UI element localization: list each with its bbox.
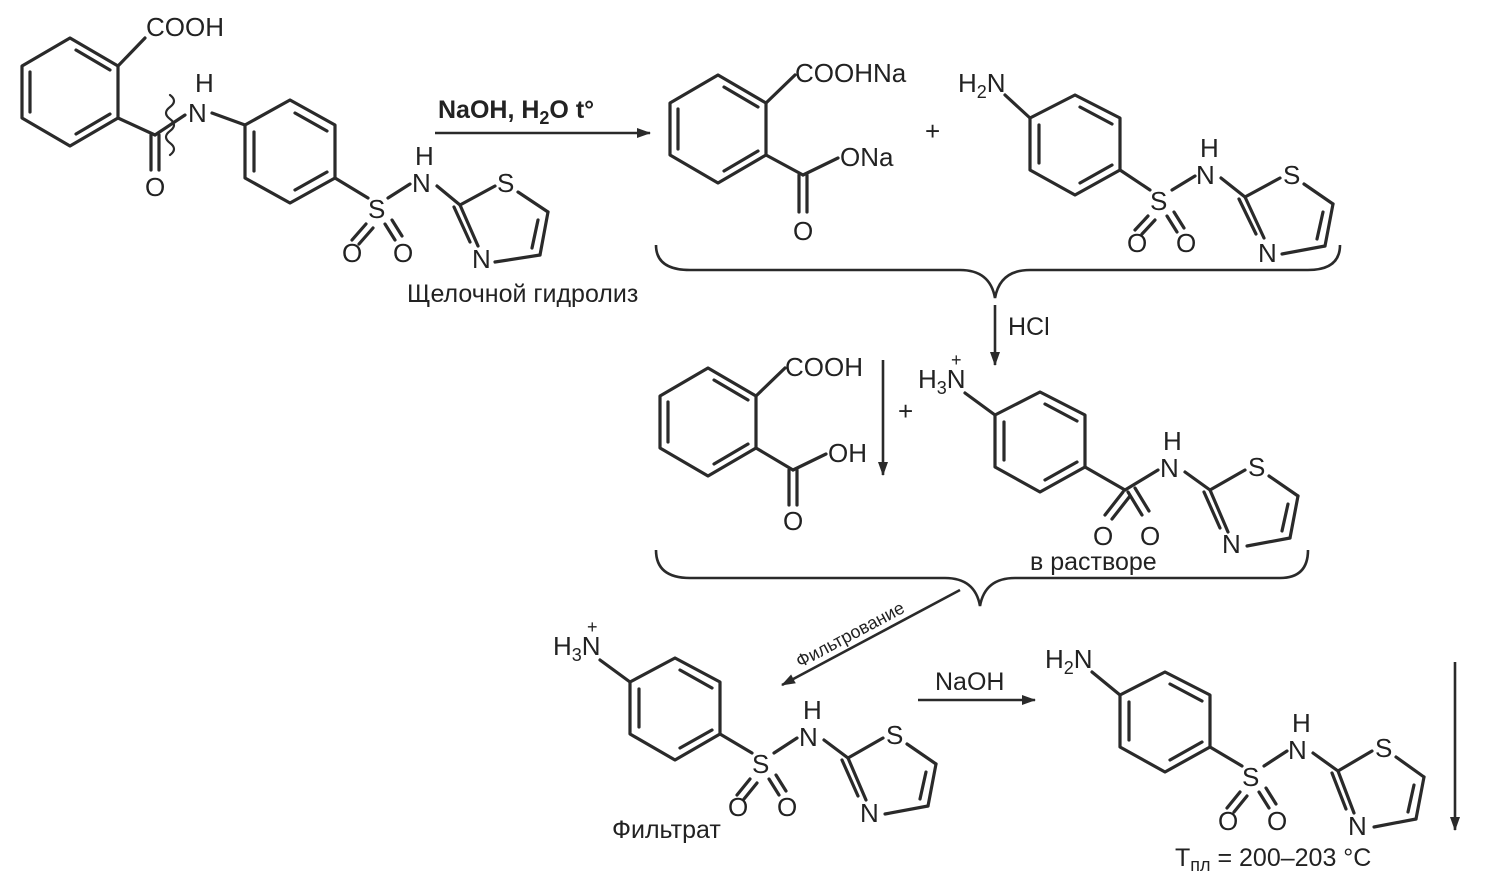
h-label: H bbox=[195, 68, 214, 98]
o-label: O bbox=[393, 238, 413, 268]
plus-sign: + bbox=[898, 396, 913, 426]
h-label: H bbox=[1163, 426, 1182, 456]
nh3-label: H3N bbox=[918, 364, 966, 398]
n-label: N bbox=[1258, 238, 1277, 268]
o-label: O bbox=[793, 216, 813, 246]
phthalic-acid: COOH O OH bbox=[658, 352, 867, 536]
thiazole-ring: S N bbox=[840, 720, 938, 828]
cooh-label: COOH bbox=[785, 352, 863, 382]
benzene-ring bbox=[1118, 670, 1212, 774]
h-label: H bbox=[803, 695, 822, 725]
o-label: O bbox=[777, 792, 797, 822]
s-label: S bbox=[752, 749, 769, 779]
o-label: O bbox=[1140, 521, 1160, 551]
o-label: O bbox=[342, 238, 362, 268]
step3-caption: Фильтрат bbox=[612, 816, 721, 844]
melting-point: Tпл = 200–203 °C bbox=[1175, 844, 1371, 875]
hydrolysis-arrow: NaOH, H2O t° bbox=[435, 96, 651, 138]
sulfathiazole-product: H2N S O O H N S N Tпл = 200 bbox=[1045, 644, 1426, 875]
step3-reagent: Фильтрование bbox=[792, 598, 907, 672]
cleavage-mark bbox=[164, 93, 176, 157]
thiazole-ring: S N bbox=[452, 168, 550, 274]
benzene-ring bbox=[993, 390, 1087, 494]
sulfathiazole: H2N S O O H N S N bbox=[958, 68, 1335, 268]
charge-plus: + bbox=[587, 617, 598, 637]
coohna-label: COOHNa bbox=[795, 58, 907, 88]
step4-reagent: NaOH bbox=[935, 668, 1004, 696]
hcl-arrow: HCl bbox=[990, 305, 1050, 366]
ona-label: ONa bbox=[840, 142, 894, 172]
thiazole-ring: S N bbox=[1330, 733, 1426, 841]
n-label: N bbox=[1348, 811, 1367, 841]
s-label: S bbox=[497, 168, 514, 198]
thiazole-ring: S N bbox=[1237, 160, 1335, 268]
n-label: N bbox=[1288, 735, 1307, 765]
cooh-label: COOH bbox=[146, 12, 224, 42]
thiazole-ring: S N bbox=[1202, 452, 1300, 559]
disodium-phthalate: COOHNa O ONa bbox=[668, 58, 907, 246]
nh2-label: H2N bbox=[1045, 644, 1093, 678]
s-label: S bbox=[1375, 733, 1392, 763]
brace-middle bbox=[654, 549, 1310, 607]
plus-sign: + bbox=[925, 116, 940, 146]
n-label: N bbox=[1222, 529, 1241, 559]
nh2-label: H2N bbox=[958, 68, 1006, 102]
nh3-label: H3N bbox=[553, 631, 601, 665]
phthalylsulfathiazole: COOH O H N S O O H N S bbox=[20, 12, 638, 308]
s-label: S bbox=[1248, 452, 1265, 482]
benzene-ring bbox=[243, 98, 337, 205]
o-label: O bbox=[1267, 806, 1287, 836]
n-label: N bbox=[188, 98, 207, 128]
s-label: S bbox=[1283, 160, 1300, 190]
brace-top bbox=[654, 244, 1342, 299]
filtrate-molecule: H3N + S O O H N S N Фил bbox=[553, 617, 938, 844]
h-label: H bbox=[1200, 133, 1219, 163]
n-label: N bbox=[1196, 160, 1215, 190]
oh-label: OH bbox=[828, 438, 867, 468]
h-label: H bbox=[1292, 708, 1311, 738]
step2-reagent: HCl bbox=[1008, 313, 1050, 341]
step1-reagent: NaOH, H2O t° bbox=[438, 96, 594, 128]
n-label: N bbox=[1160, 453, 1179, 483]
step1-caption: Щелочной гидролиз bbox=[407, 280, 638, 308]
s-label: S bbox=[368, 194, 385, 224]
s-label: S bbox=[1150, 186, 1167, 216]
n-label: N bbox=[799, 722, 818, 752]
o-label: O bbox=[783, 506, 803, 536]
step2-caption: в растворе bbox=[1030, 548, 1157, 576]
s-label: S bbox=[1242, 762, 1259, 792]
o-label: O bbox=[145, 172, 165, 202]
naoh-arrow: NaOH bbox=[918, 668, 1036, 705]
benzene-ring bbox=[628, 656, 722, 762]
benzene-ring bbox=[668, 73, 768, 185]
benzene-ring bbox=[658, 366, 758, 478]
benzene-ring bbox=[1028, 93, 1122, 197]
o-label: O bbox=[728, 792, 748, 822]
sulfathiazole-ammonium: H3N + O O H N S N в раствор bbox=[918, 350, 1300, 576]
benzene-ring bbox=[20, 36, 120, 148]
filtration-arrow: Фильтрование bbox=[781, 588, 961, 687]
h-label: H bbox=[415, 141, 434, 171]
n-label: N bbox=[472, 244, 491, 274]
s-label: S bbox=[886, 720, 903, 750]
n-label: N bbox=[412, 168, 431, 198]
charge-plus: + bbox=[951, 350, 962, 370]
o-label: O bbox=[1176, 228, 1196, 258]
o-label: O bbox=[1218, 806, 1238, 836]
o-label: O bbox=[1127, 228, 1147, 258]
o-label: O bbox=[1093, 521, 1113, 551]
n-label: N bbox=[860, 798, 879, 828]
